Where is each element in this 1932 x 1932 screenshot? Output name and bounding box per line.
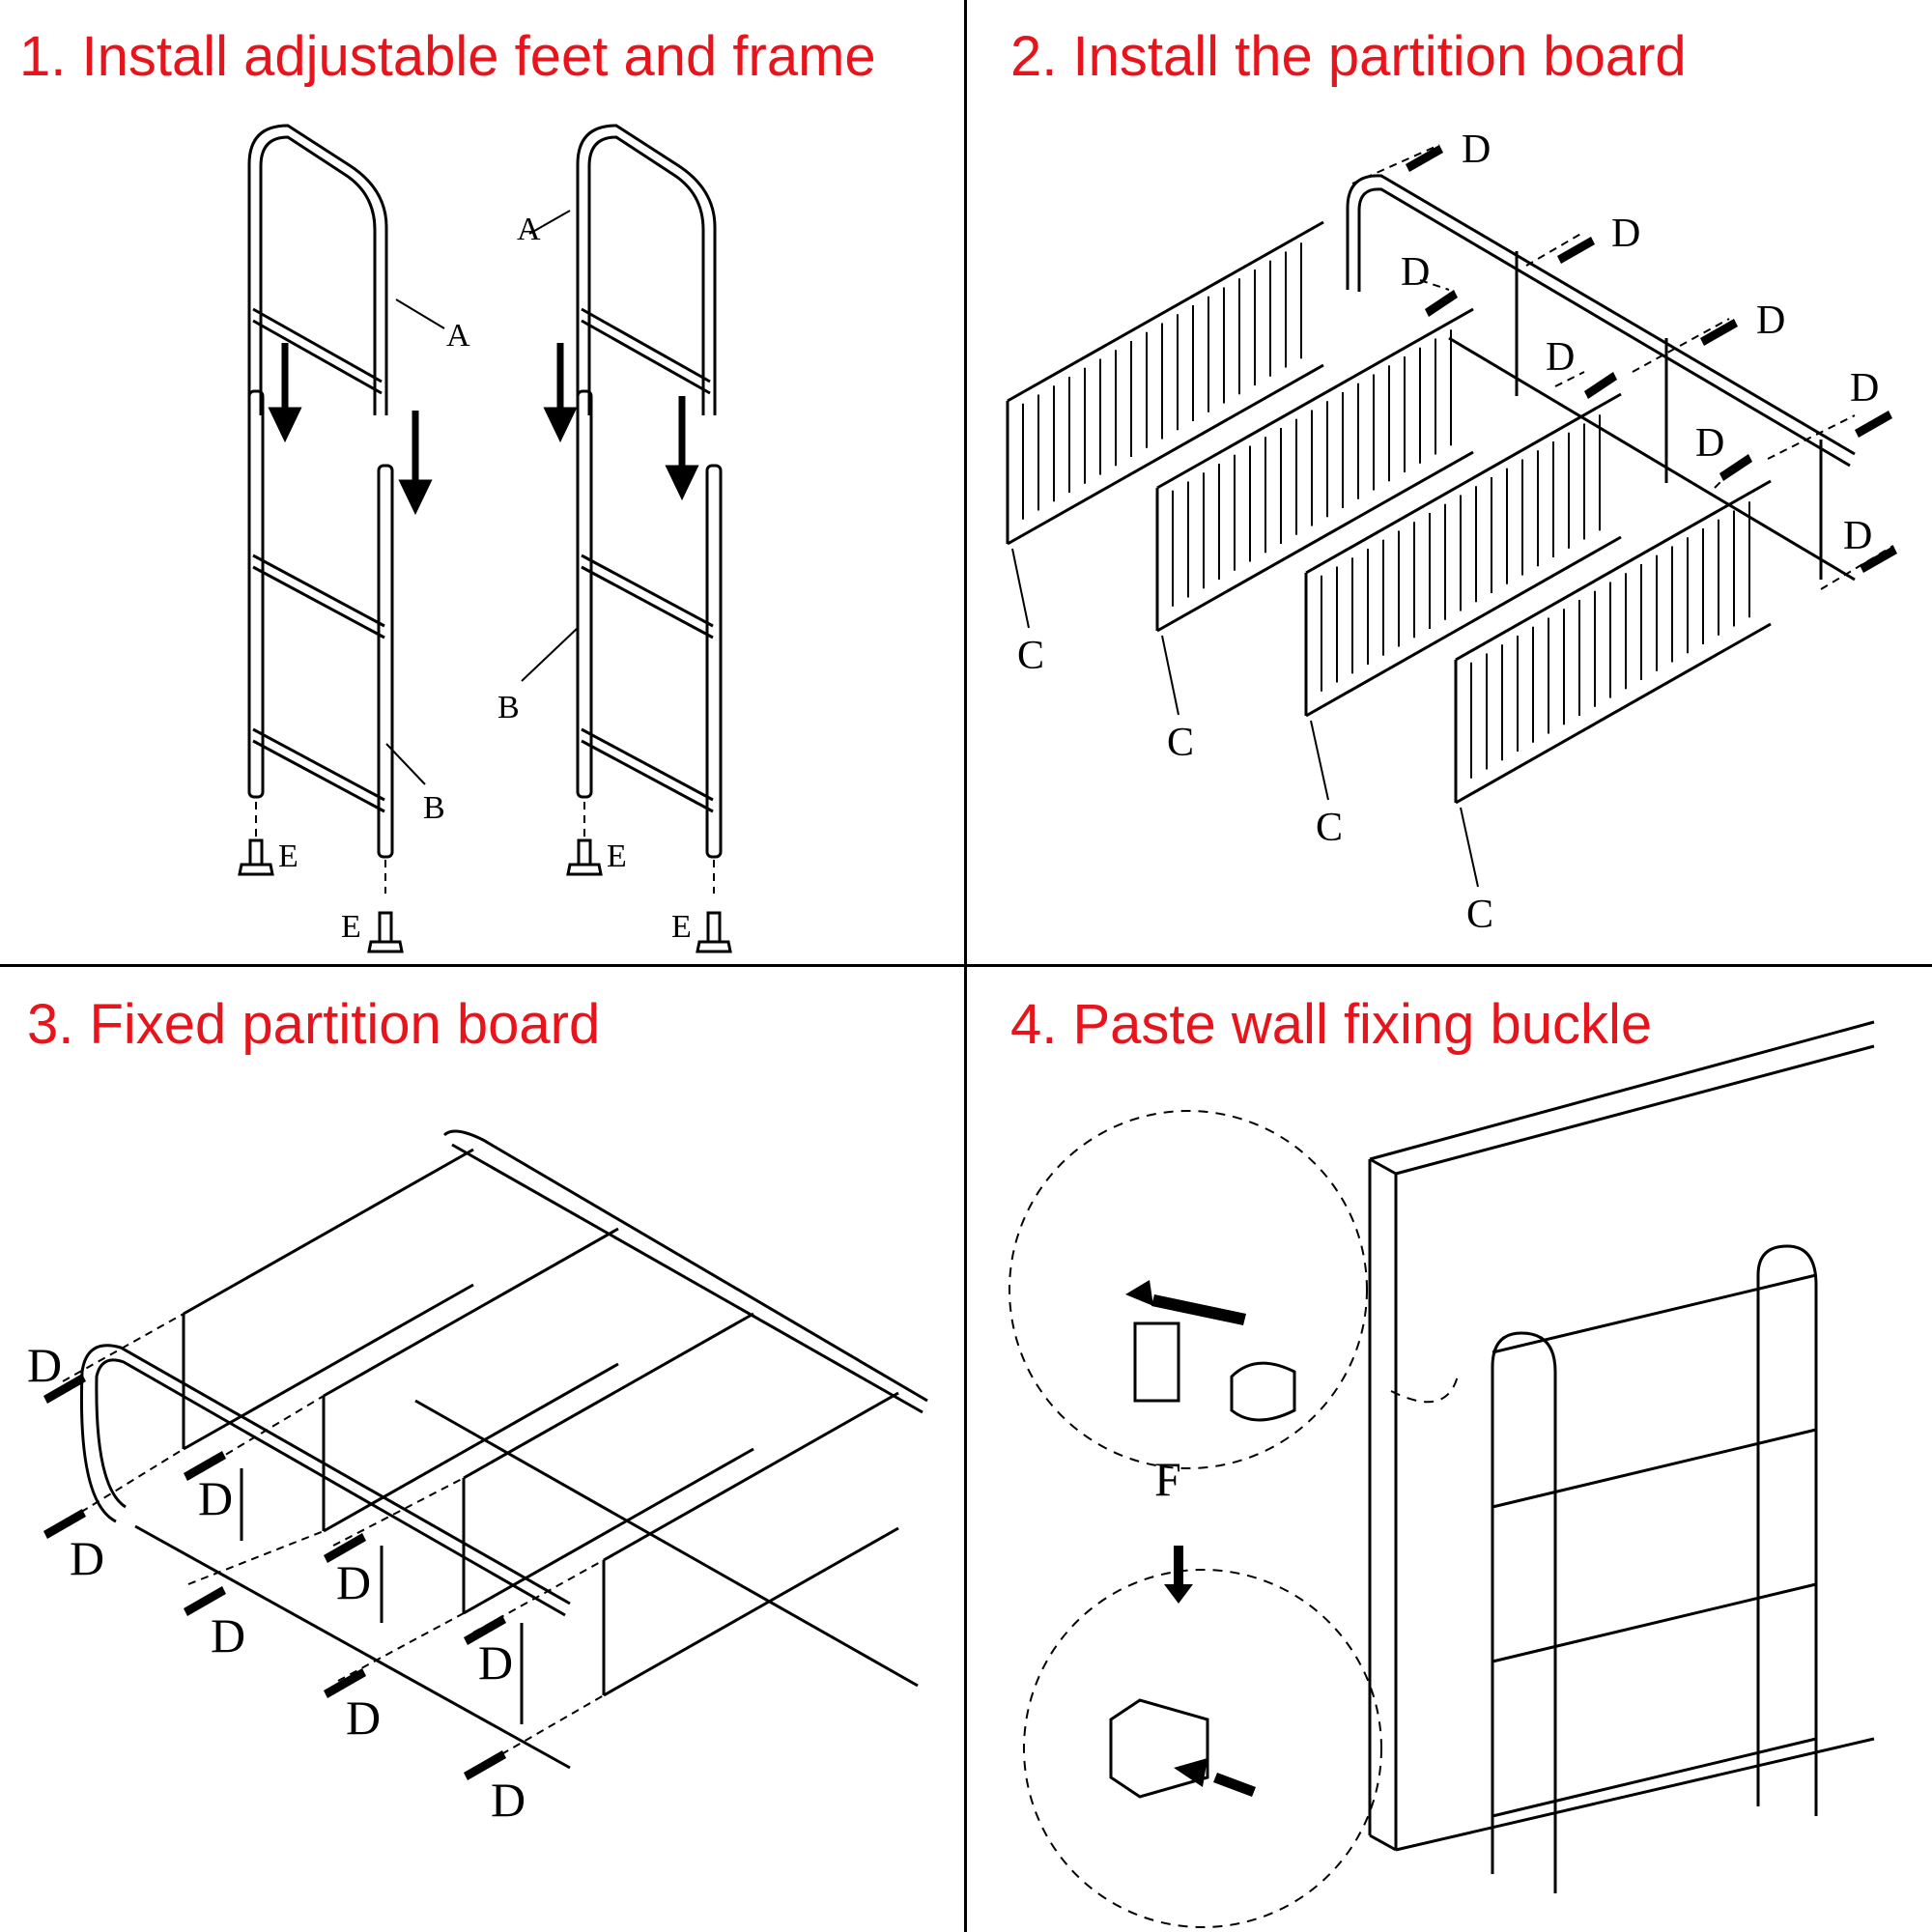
label-d-s2-7: D	[1695, 421, 1724, 466]
label-d-s3-3: D	[198, 1471, 233, 1525]
step-3-illustration: D D D D D D D D	[27, 1129, 928, 1827]
shelf-rack	[1491, 1244, 1818, 1893]
zoom-circle-top	[1009, 1110, 1460, 1469]
zoom-circle-bottom	[1023, 1569, 1382, 1928]
label-a-1: A	[446, 318, 470, 354]
label-d-s3-2: D	[70, 1531, 104, 1585]
partition-board-c-1	[1006, 220, 1324, 546]
frame-top-a-left	[247, 124, 388, 415]
label-e-2: E	[341, 909, 361, 945]
label-d-s3-6: D	[346, 1690, 381, 1745]
partition-board-c-4	[1454, 479, 1772, 805]
label-b-2: B	[497, 690, 520, 725]
label-e-4: E	[671, 909, 692, 945]
label-f: F	[1154, 1452, 1181, 1506]
step-4-arrows	[1125, 1280, 1256, 1797]
label-d-s2-6: D	[1850, 366, 1879, 411]
label-d-s3-8: D	[491, 1773, 526, 1827]
step-3-title: 3. Fixed partition board	[27, 993, 601, 1056]
partition-board-fixed-2	[322, 1227, 619, 1533]
step-1-illustration: A A B B E E E E	[238, 124, 732, 953]
label-d-s2-4: D	[1756, 298, 1785, 343]
frame-leg-b-left	[247, 389, 394, 859]
label-d-s2-2: D	[1611, 212, 1640, 256]
label-d-s2-1: D	[1462, 128, 1491, 172]
label-e-1: E	[278, 838, 298, 874]
step-4-title: 4. Paste wall fixing buckle	[1010, 993, 1653, 1056]
screw-d-group	[1406, 145, 1897, 573]
partition-board-fixed-3	[462, 1312, 754, 1615]
label-e-3: E	[607, 838, 627, 874]
step-2-illustration: D D D D D D D D C C C C	[1006, 128, 1897, 937]
wall	[1368, 1020, 1875, 1852]
label-b-1: B	[423, 790, 445, 826]
label-d-s3-7: D	[478, 1635, 513, 1690]
label-c-2: C	[1167, 721, 1194, 765]
partition-board-fixed-1	[182, 1148, 474, 1451]
partition-board-c-2	[1155, 307, 1474, 633]
horizontal-divider	[0, 964, 1932, 967]
label-d-s3-4: D	[211, 1608, 245, 1662]
label-c-1: C	[1017, 634, 1044, 678]
label-d-s3-5: D	[336, 1555, 371, 1609]
assembled-frame	[79, 1129, 928, 1770]
partition-board-c-3	[1304, 392, 1622, 718]
partition-board-fixed-4	[602, 1391, 899, 1697]
label-d-s2-8: D	[1843, 514, 1872, 558]
label-d-s2-5: D	[1546, 335, 1575, 380]
frame-top-a-right	[576, 124, 717, 415]
frame-leg-b-right	[576, 389, 723, 859]
foot-e-group	[238, 838, 732, 953]
step-1-title: 1. Install adjustable feet and frame	[19, 25, 876, 88]
down-arrows	[268, 343, 699, 516]
label-c-3: C	[1316, 806, 1343, 850]
label-a-2: A	[517, 212, 541, 247]
label-d-s3-1: D	[27, 1338, 62, 1392]
step-2-title: 2. Install the partition board	[1010, 25, 1687, 88]
label-c-4: C	[1466, 893, 1493, 937]
screw-d-fixed-group	[43, 1374, 506, 1780]
label-d-s2-3: D	[1401, 250, 1430, 295]
